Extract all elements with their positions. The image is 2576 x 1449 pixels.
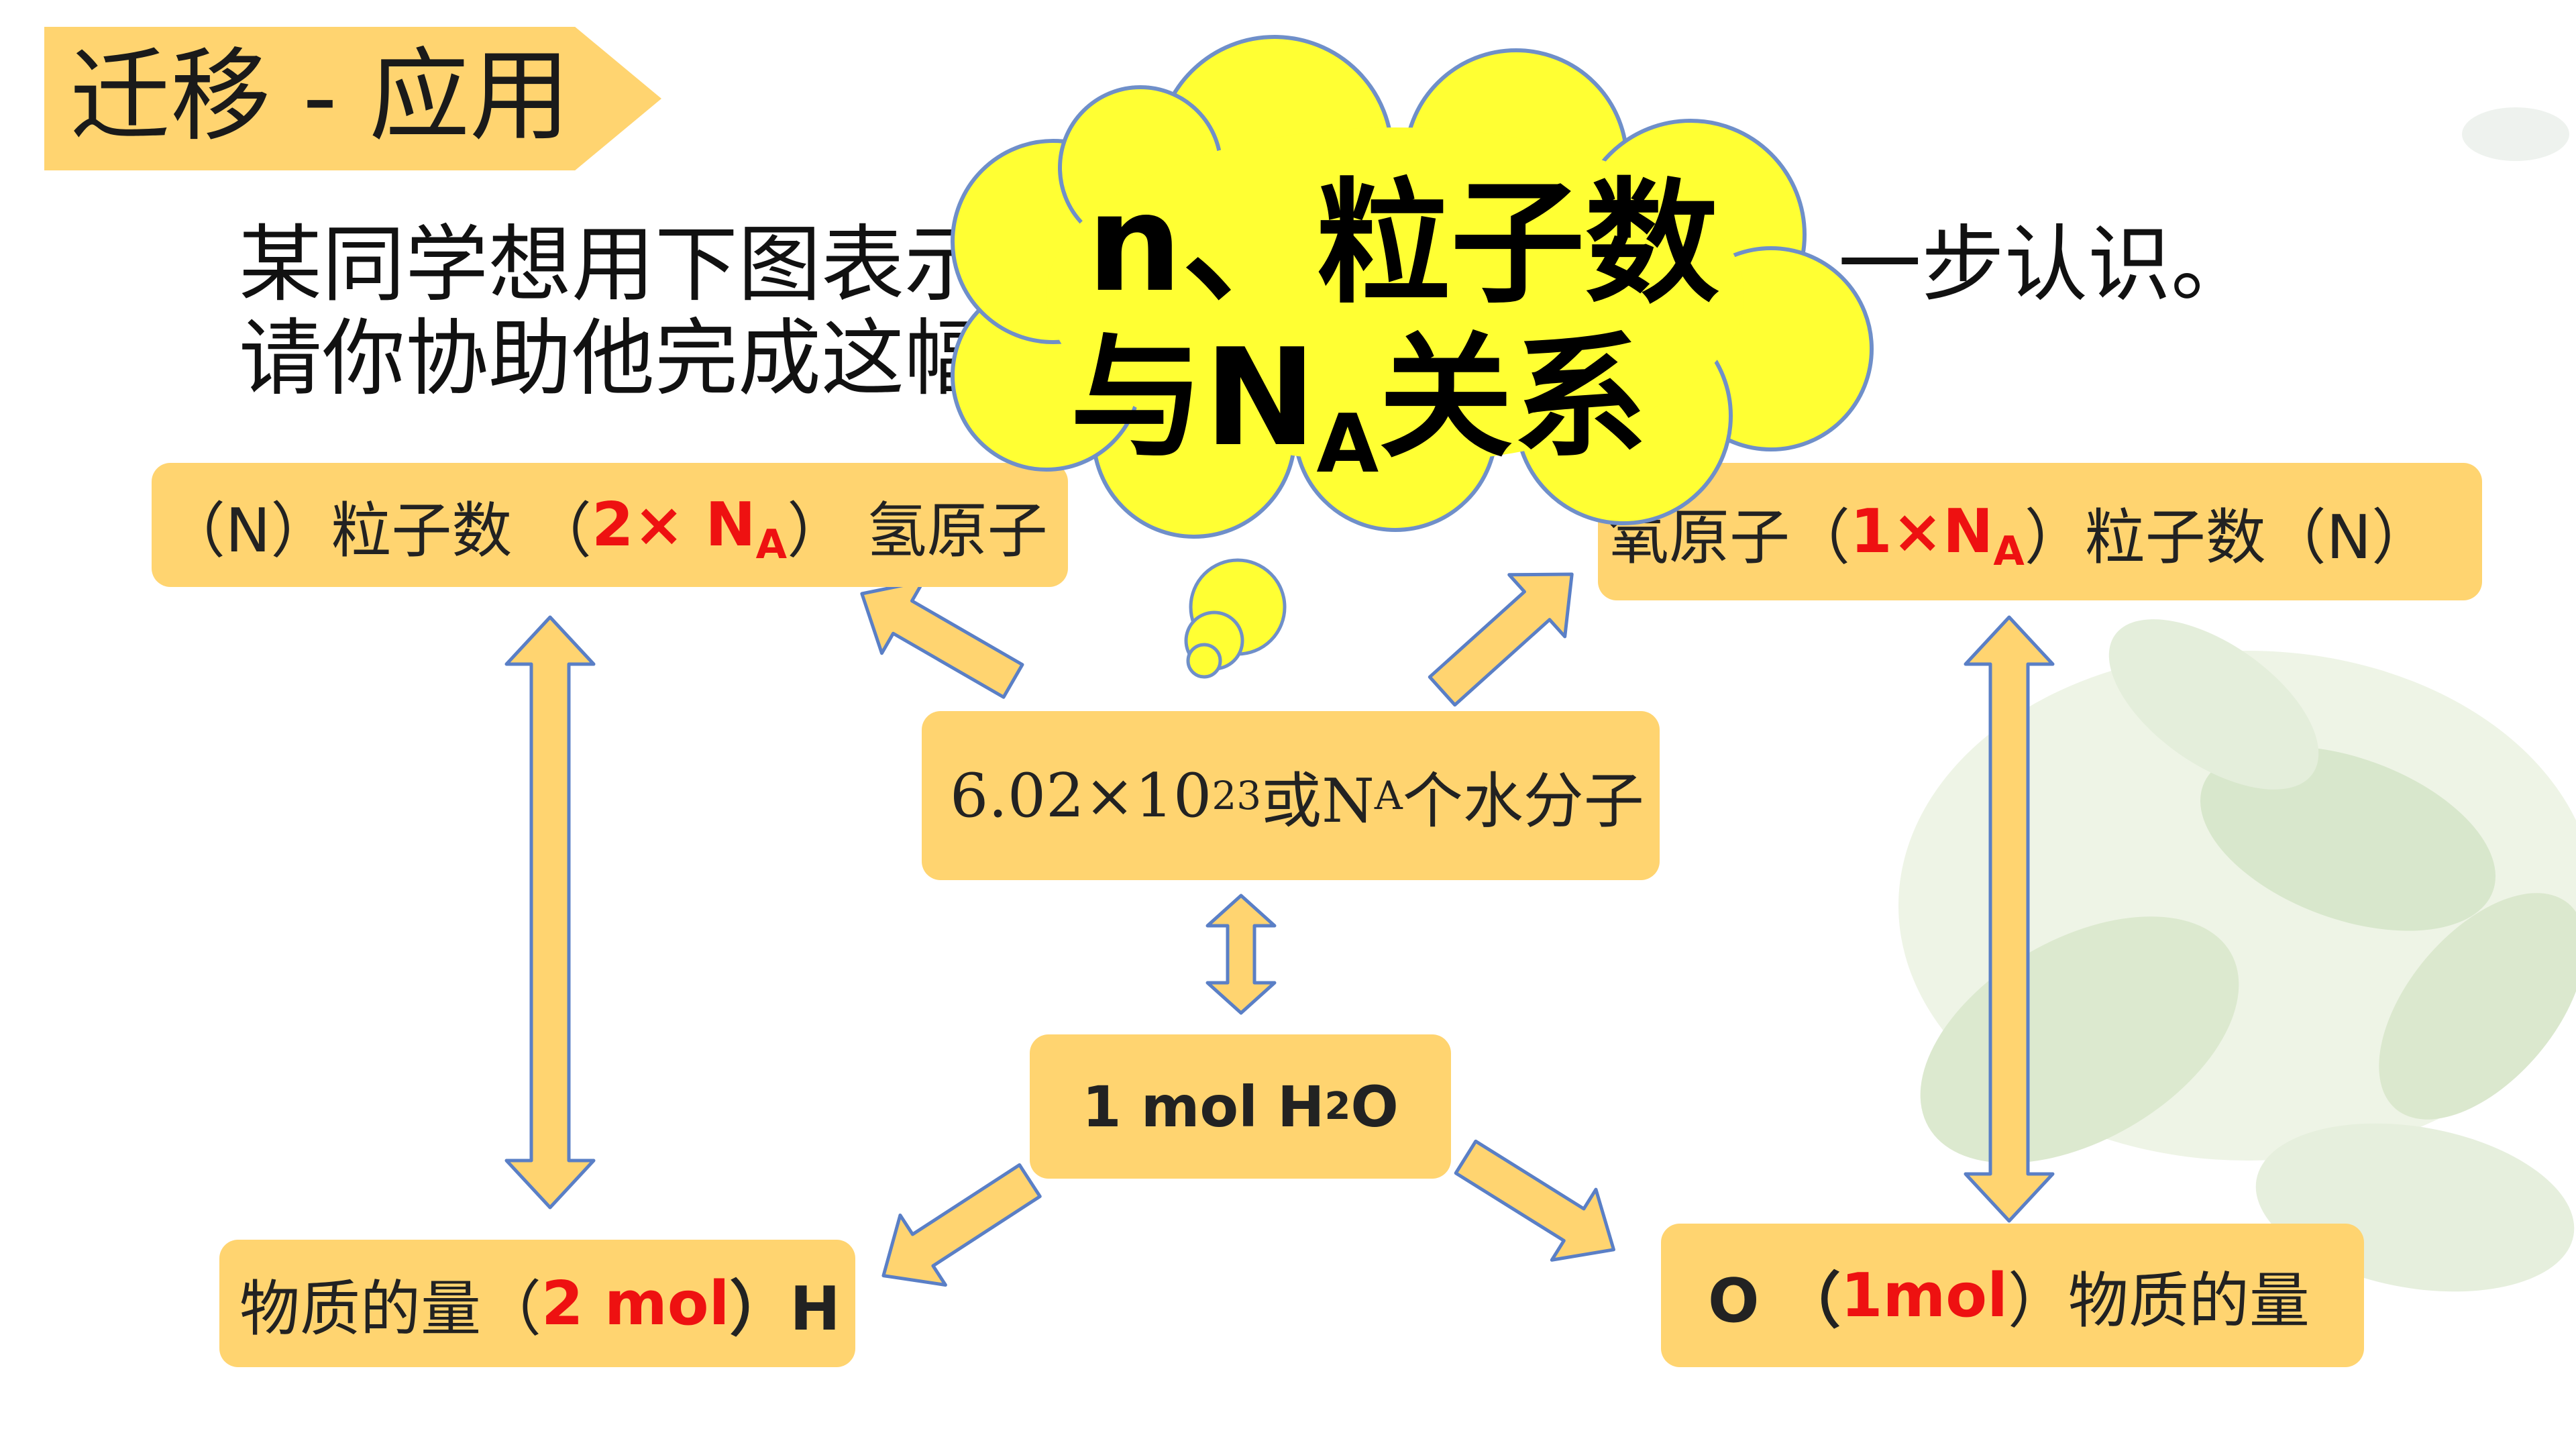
intro-line-2: 请你协助他完成这幅: [239, 311, 988, 407]
arrow-h-particles-amount: [504, 615, 596, 1210]
cloud-line-2: 与NA关系: [1070, 320, 1648, 491]
o-amount-value: 1mol: [1840, 1260, 2008, 1331]
arrow-to-h-particles: [860, 579, 1024, 699]
node-h-amount: 物质的量（2 mol）H: [219, 1240, 855, 1367]
node-o-particles: 氧原子（1×NA）粒子数（N）: [1598, 463, 2482, 600]
arrow-count-mol: [1205, 894, 1277, 1015]
h-amount-value: 2 mol: [541, 1268, 730, 1339]
intro-line-1-left: 某同学想用下图表示: [239, 217, 988, 313]
arrow-to-o-amount: [1454, 1139, 1615, 1262]
node-o-amount: O （1mol）物质的量: [1661, 1224, 2364, 1367]
node-h-particles: （N）粒子数 （2× NA） 氢原子: [152, 463, 1068, 587]
intro-line-1-right: 一步认识。: [1838, 217, 2255, 313]
h-particles-value: 2× NA: [591, 490, 788, 568]
header-banner: [44, 27, 661, 170]
arrow-o-particles-amount: [1964, 615, 2055, 1223]
o-particles-value: 1×NA: [1850, 496, 2025, 575]
arrow-to-h-amount: [881, 1163, 1042, 1287]
cloud-line-1: n、粒子数: [1087, 166, 1719, 322]
page-title: 迁移 - 应用: [70, 38, 571, 155]
arrow-to-o-particles: [1428, 572, 1574, 707]
